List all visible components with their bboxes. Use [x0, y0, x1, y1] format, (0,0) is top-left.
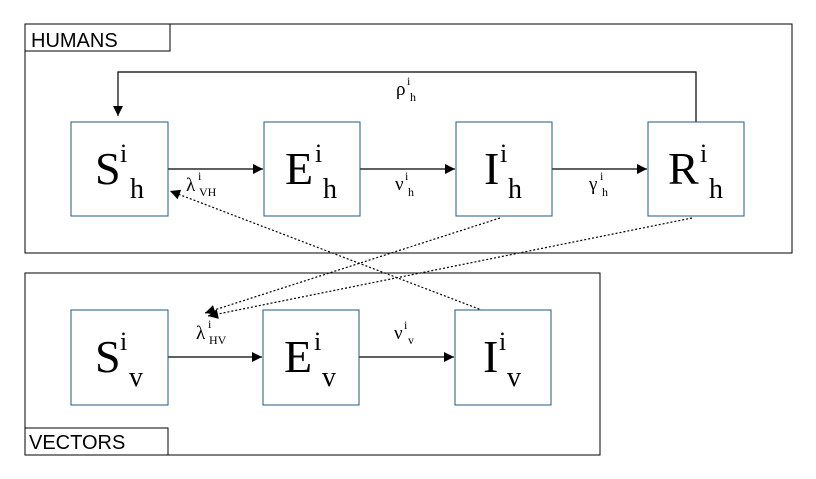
- label-eh-main: E: [285, 143, 313, 194]
- label-sh-sub: h: [130, 174, 144, 205]
- label-iv-sub: v: [507, 362, 521, 393]
- label-sh: S i h: [95, 139, 144, 205]
- vectors-label: VECTORS: [29, 432, 125, 454]
- label-iv-main: I: [483, 331, 498, 382]
- vectors-label-box: [24, 427, 169, 456]
- label-sv-sup: i: [120, 327, 127, 356]
- label-sv: S i v: [95, 327, 143, 393]
- compartment-labels: S i h E i h I i h R i h S i v E i v: [95, 139, 723, 393]
- rate-nu-v: ν i v: [394, 318, 414, 347]
- label-ev-sup: i: [314, 327, 321, 356]
- box-eh: [263, 121, 361, 217]
- label-ih-sub: h: [508, 174, 522, 205]
- arrow-rh-to-sh: [113, 71, 697, 122]
- rate-lambda-hv: λ i HV: [196, 317, 227, 347]
- humans-frame: [24, 23, 793, 254]
- rate-rho-h-sub: h: [410, 90, 416, 104]
- label-eh-sup: i: [315, 139, 322, 168]
- rate-nu-h-sup: i: [405, 169, 409, 183]
- rate-lambda-vh: λ i VH: [186, 169, 217, 199]
- box-sh: [70, 121, 169, 217]
- rate-rho-h-main: ρ: [396, 79, 405, 100]
- rate-lambda-hv-main: λ: [196, 323, 206, 344]
- box-iv: [454, 309, 552, 406]
- rate-nu-v-main: ν: [394, 323, 403, 344]
- label-ih-main: I: [484, 143, 499, 194]
- label-ev-sub: v: [322, 362, 336, 393]
- rate-lambda-hv-sub: HV: [209, 333, 227, 347]
- label-sv-sub: v: [129, 362, 143, 393]
- rate-labels: ρ i h λ i VH ν i h γ i h λ i HV ν i v: [186, 74, 608, 347]
- label-iv-sup: i: [499, 327, 506, 356]
- label-sh-sup: i: [120, 139, 127, 168]
- box-rh: [647, 121, 745, 217]
- humans-label-box: [24, 23, 171, 52]
- rate-rho-h-sup: i: [407, 74, 411, 88]
- label-sh-main: S: [95, 143, 121, 194]
- rate-nu-h-main: ν: [395, 174, 404, 195]
- rate-lambda-hv-sup: i: [208, 317, 212, 331]
- rate-gamma-h-sub: h: [602, 185, 608, 199]
- flow-arrows: [113, 71, 697, 362]
- rate-gamma-h-sup: i: [600, 169, 604, 183]
- label-eh-sub: h: [323, 174, 337, 205]
- rate-lambda-vh-sup: i: [198, 169, 202, 183]
- label-rh: R i h: [668, 139, 723, 205]
- label-ih-sup: i: [500, 139, 507, 168]
- humans-label: HUMANS: [31, 30, 118, 52]
- label-rh-sub: h: [709, 174, 723, 205]
- compartment-boxes: [70, 121, 745, 406]
- label-eh: E i h: [285, 139, 337, 205]
- label-rh-main: R: [668, 143, 699, 194]
- label-sv-main: S: [95, 331, 121, 382]
- label-ev-main: E: [284, 331, 312, 382]
- arrow-iv-to-sh-dotted: [169, 189, 514, 323]
- vectors-frame: [24, 272, 601, 456]
- rate-nu-h: ν i h: [395, 169, 414, 199]
- label-iv: I i v: [483, 327, 521, 393]
- box-ih: [455, 121, 553, 217]
- rate-gamma-h: γ i h: [588, 169, 608, 199]
- rate-nu-v-sup: i: [404, 318, 408, 332]
- rate-lambda-vh-sub: VH: [199, 185, 217, 199]
- vectors-group: VECTORS: [24, 272, 601, 456]
- rate-gamma-h-main: γ: [588, 174, 597, 195]
- box-ev: [262, 309, 360, 406]
- label-ev: E i v: [284, 327, 336, 393]
- humans-group: HUMANS: [24, 23, 793, 254]
- rate-nu-v-sub: v: [408, 333, 414, 347]
- label-ih: I i h: [484, 139, 522, 205]
- box-sv: [70, 309, 169, 406]
- rate-rho-h: ρ i h: [396, 74, 416, 104]
- rate-lambda-vh-main: λ: [186, 175, 196, 196]
- rate-nu-h-sub: h: [408, 185, 414, 199]
- label-rh-sup: i: [700, 139, 707, 168]
